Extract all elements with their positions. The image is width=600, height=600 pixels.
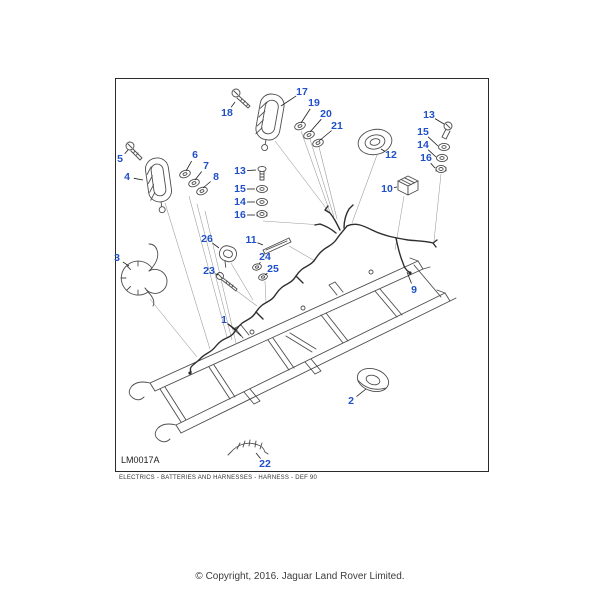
callout-number-26-29: 26 <box>201 233 213 245</box>
copyright-text: © Copyright, 2016. Jaguar Land Rover Lim… <box>195 571 405 582</box>
part-16-nut-right <box>435 164 447 174</box>
callout-leader-5-4 <box>124 149 129 155</box>
callout-number-19-22: 19 <box>308 97 320 109</box>
callout-number-21-24: 21 <box>331 120 343 132</box>
diagram-border <box>115 78 489 472</box>
callout-leader-23-26 <box>215 273 219 276</box>
callout-number-16-15: 16 <box>234 209 246 221</box>
part-24-washer <box>252 263 262 271</box>
callout-number-17-20: 17 <box>296 86 308 98</box>
part-23-bolt <box>216 272 238 292</box>
part-3-clamp <box>120 243 168 307</box>
callout-number-14-18: 14 <box>417 139 429 151</box>
callout-leader-21-24 <box>318 130 332 142</box>
callout-leader-25-28 <box>264 272 268 276</box>
part-5-bolt <box>125 141 143 161</box>
wiring-harness <box>188 204 438 375</box>
callout-leader-20-23 <box>309 118 322 133</box>
callout-number-1-0: 1 <box>221 314 227 326</box>
callout-leader-18-21 <box>230 101 236 108</box>
diagram-code: LM0017A <box>121 455 160 465</box>
part-12-grommet <box>357 128 393 156</box>
callout-leader-14-18 <box>427 149 437 158</box>
callout-number-20-23: 20 <box>320 108 332 120</box>
callout-leader-26-29 <box>212 242 220 249</box>
callout-number-25-28: 25 <box>267 263 279 275</box>
part-22-lead <box>227 439 269 456</box>
callout-number-13-12: 13 <box>234 165 246 177</box>
callout-leader-3-2 <box>122 261 130 267</box>
part-16-nut-left <box>256 209 268 219</box>
callout-leader-8-7 <box>202 181 211 189</box>
callout-leader-4-3 <box>133 177 144 181</box>
callout-leader-9-8 <box>406 271 412 284</box>
part-15-washer-left <box>256 184 268 194</box>
part-21-washer <box>312 138 324 148</box>
part-13-bolt-left <box>257 165 267 181</box>
callout-leader-12-11 <box>380 148 386 152</box>
callout-number-9-8: 9 <box>411 284 417 296</box>
part-7-washer <box>188 178 200 188</box>
callout-number-5-4: 5 <box>117 153 123 165</box>
callout-number-24-27: 24 <box>259 251 271 263</box>
callout-leader-24-27 <box>258 262 261 265</box>
callout-leader-13-12 <box>246 169 257 171</box>
callout-number-11-10: 11 <box>245 234 256 246</box>
callout-number-10-9: 10 <box>381 183 393 195</box>
callout-leader-1-0 <box>228 324 242 337</box>
callout-leader-2-1 <box>356 388 367 397</box>
part-2-grommet <box>356 367 390 393</box>
callout-leader-13-16 <box>434 118 445 125</box>
part-18-bolt <box>231 88 251 109</box>
callout-number-14-14: 14 <box>234 196 246 208</box>
part-26-clip <box>218 245 238 268</box>
callout-number-12-11: 12 <box>385 149 397 161</box>
chassis-frame <box>128 257 457 443</box>
callout-leader-10-9 <box>393 186 398 188</box>
part-6-washer <box>179 169 191 179</box>
callout-leader-22-25 <box>255 452 261 459</box>
callout-leader-17-20 <box>280 95 297 107</box>
part-4-clip <box>145 157 172 214</box>
callout-leader-6-5 <box>185 160 192 172</box>
callout-number-18-21: 18 <box>221 107 233 119</box>
callout-number-3-2: 3 <box>114 252 120 264</box>
callout-number-6-5: 6 <box>192 149 198 161</box>
callout-number-16-19: 16 <box>420 152 432 164</box>
part-10-connector <box>397 175 419 196</box>
part-15-washer-right <box>438 142 450 152</box>
callout-number-15-13: 15 <box>234 183 246 195</box>
part-14-washer-right <box>436 153 448 163</box>
callout-leader-19-22 <box>300 108 311 124</box>
callout-number-7-6: 7 <box>203 160 209 172</box>
callout-number-15-17: 15 <box>417 126 429 138</box>
callout-number-8-7: 8 <box>213 171 219 183</box>
part-20-washer <box>303 130 315 140</box>
part-8-washer <box>196 186 208 196</box>
part-25-washer <box>258 273 268 281</box>
part-14-washer-left <box>256 197 268 207</box>
diagram-caption: ELECTRICS - BATTERIES AND HARNESSES - HA… <box>119 475 318 481</box>
callout-leader-16-19 <box>430 162 436 169</box>
callout-leader-11-10 <box>257 242 264 246</box>
callout-number-4-3: 4 <box>124 171 130 183</box>
callout-number-22-25: 22 <box>259 458 271 470</box>
callout-leader-15-17 <box>427 136 439 147</box>
part-13-bolt-right <box>441 121 453 140</box>
part-19-washer <box>294 121 306 131</box>
callout-leader-7-6 <box>194 171 203 181</box>
callout-number-23-26: 23 <box>203 265 215 277</box>
callout-number-2-1: 2 <box>348 395 354 407</box>
part-17-clip <box>255 93 285 151</box>
assembly-lines <box>149 130 442 358</box>
part-11-strip <box>262 237 292 255</box>
callout-number-13-16: 13 <box>423 109 435 121</box>
